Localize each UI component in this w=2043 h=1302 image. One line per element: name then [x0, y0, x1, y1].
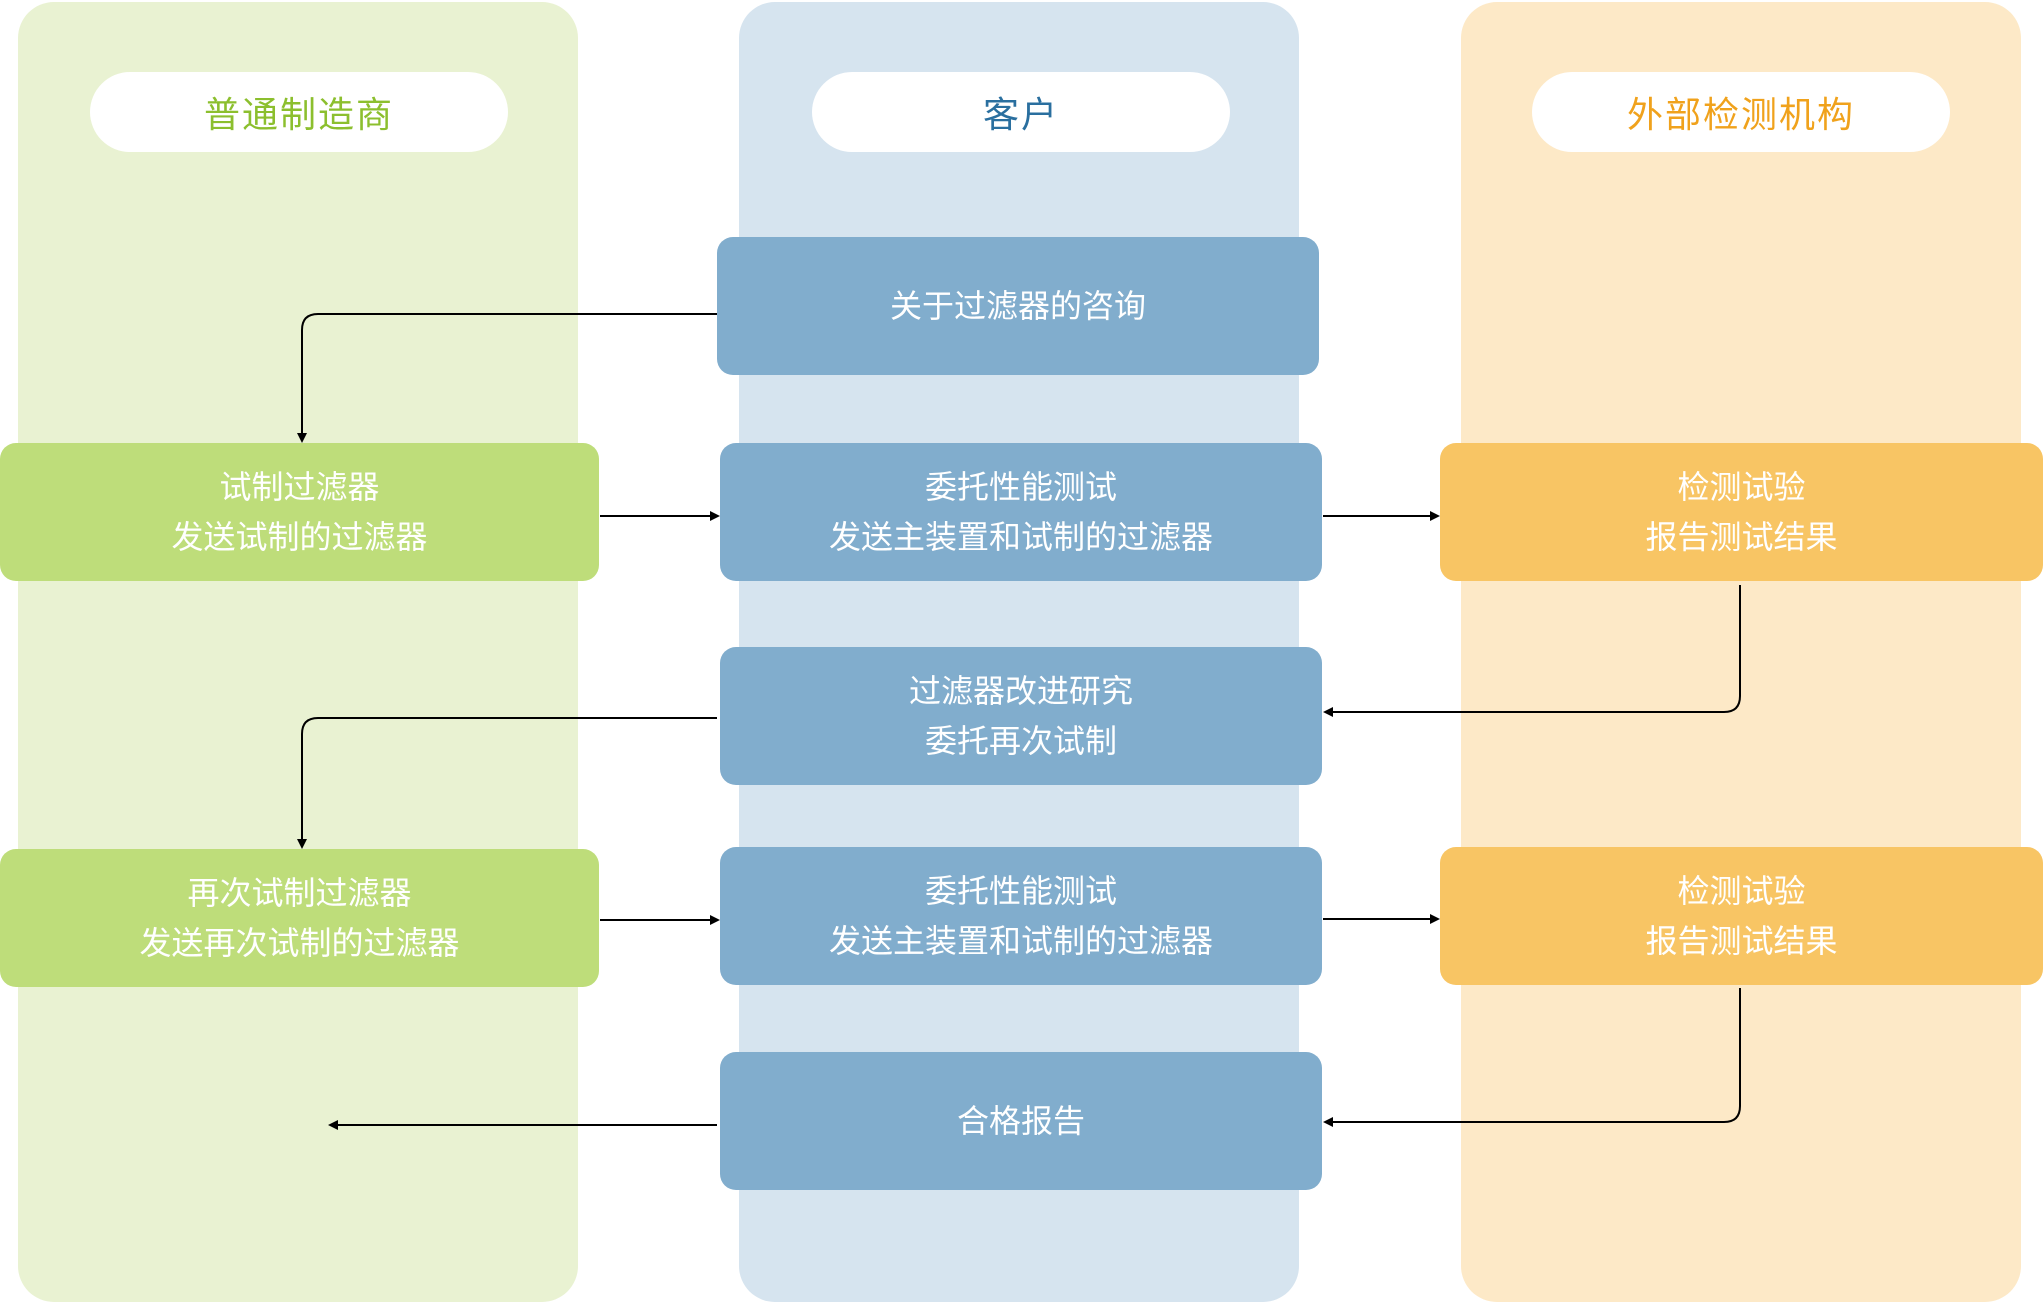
step-retrial-production-line-1: 再次试制过滤器 [187, 874, 412, 912]
lane-external-agency [1461, 2, 2021, 1302]
step-inspection-1-line-1: 检测试验 [1677, 468, 1806, 506]
step-inspection-1-line-2: 报告测试结果 [1645, 518, 1838, 556]
step-commission-test-1: 委托性能测试 发送主装置和试制的过滤器 [720, 443, 1322, 581]
step-trial-production-line-2: 发送试制的过滤器 [171, 518, 428, 556]
lane-title-external-agency: 外部检测机构 [1532, 72, 1950, 152]
step-improvement-study-line-1: 过滤器改进研究 [908, 672, 1133, 710]
lane-manufacturer [18, 2, 578, 1302]
step-commission-test-2: 委托性能测试 发送主装置和试制的过滤器 [720, 847, 1322, 985]
step-improvement-study: 过滤器改进研究 委托再次试制 [720, 647, 1322, 785]
step-inspection-2: 检测试验 报告测试结果 [1440, 847, 2043, 985]
step-commission-test-1-line-1: 委托性能测试 [924, 468, 1117, 506]
step-trial-production-line-1: 试制过滤器 [219, 468, 380, 506]
step-improvement-study-line-2: 委托再次试制 [924, 722, 1117, 760]
step-commission-test-2-line-1: 委托性能测试 [924, 872, 1117, 910]
step-qualification-report: 合格报告 [720, 1052, 1322, 1190]
step-inspection-2-line-2: 报告测试结果 [1645, 922, 1838, 960]
step-trial-production: 试制过滤器 发送试制的过滤器 [0, 443, 599, 581]
step-qualification-report-line-1: 合格报告 [956, 1102, 1085, 1140]
step-inspection-2-line-1: 检测试验 [1677, 872, 1806, 910]
step-inquiry: 关于过滤器的咨询 [717, 237, 1319, 375]
step-retrial-production: 再次试制过滤器 发送再次试制的过滤器 [0, 849, 599, 987]
step-commission-test-2-line-2: 发送主装置和试制的过滤器 [828, 922, 1213, 960]
step-retrial-production-line-2: 发送再次试制的过滤器 [139, 924, 460, 962]
lane-title-manufacturer: 普通制造商 [90, 72, 508, 152]
step-inquiry-line-1: 关于过滤器的咨询 [889, 287, 1146, 325]
lane-title-customer: 客户 [812, 72, 1230, 152]
step-inspection-1: 检测试验 报告测试结果 [1440, 443, 2043, 581]
step-commission-test-1-line-2: 发送主装置和试制的过滤器 [828, 518, 1213, 556]
